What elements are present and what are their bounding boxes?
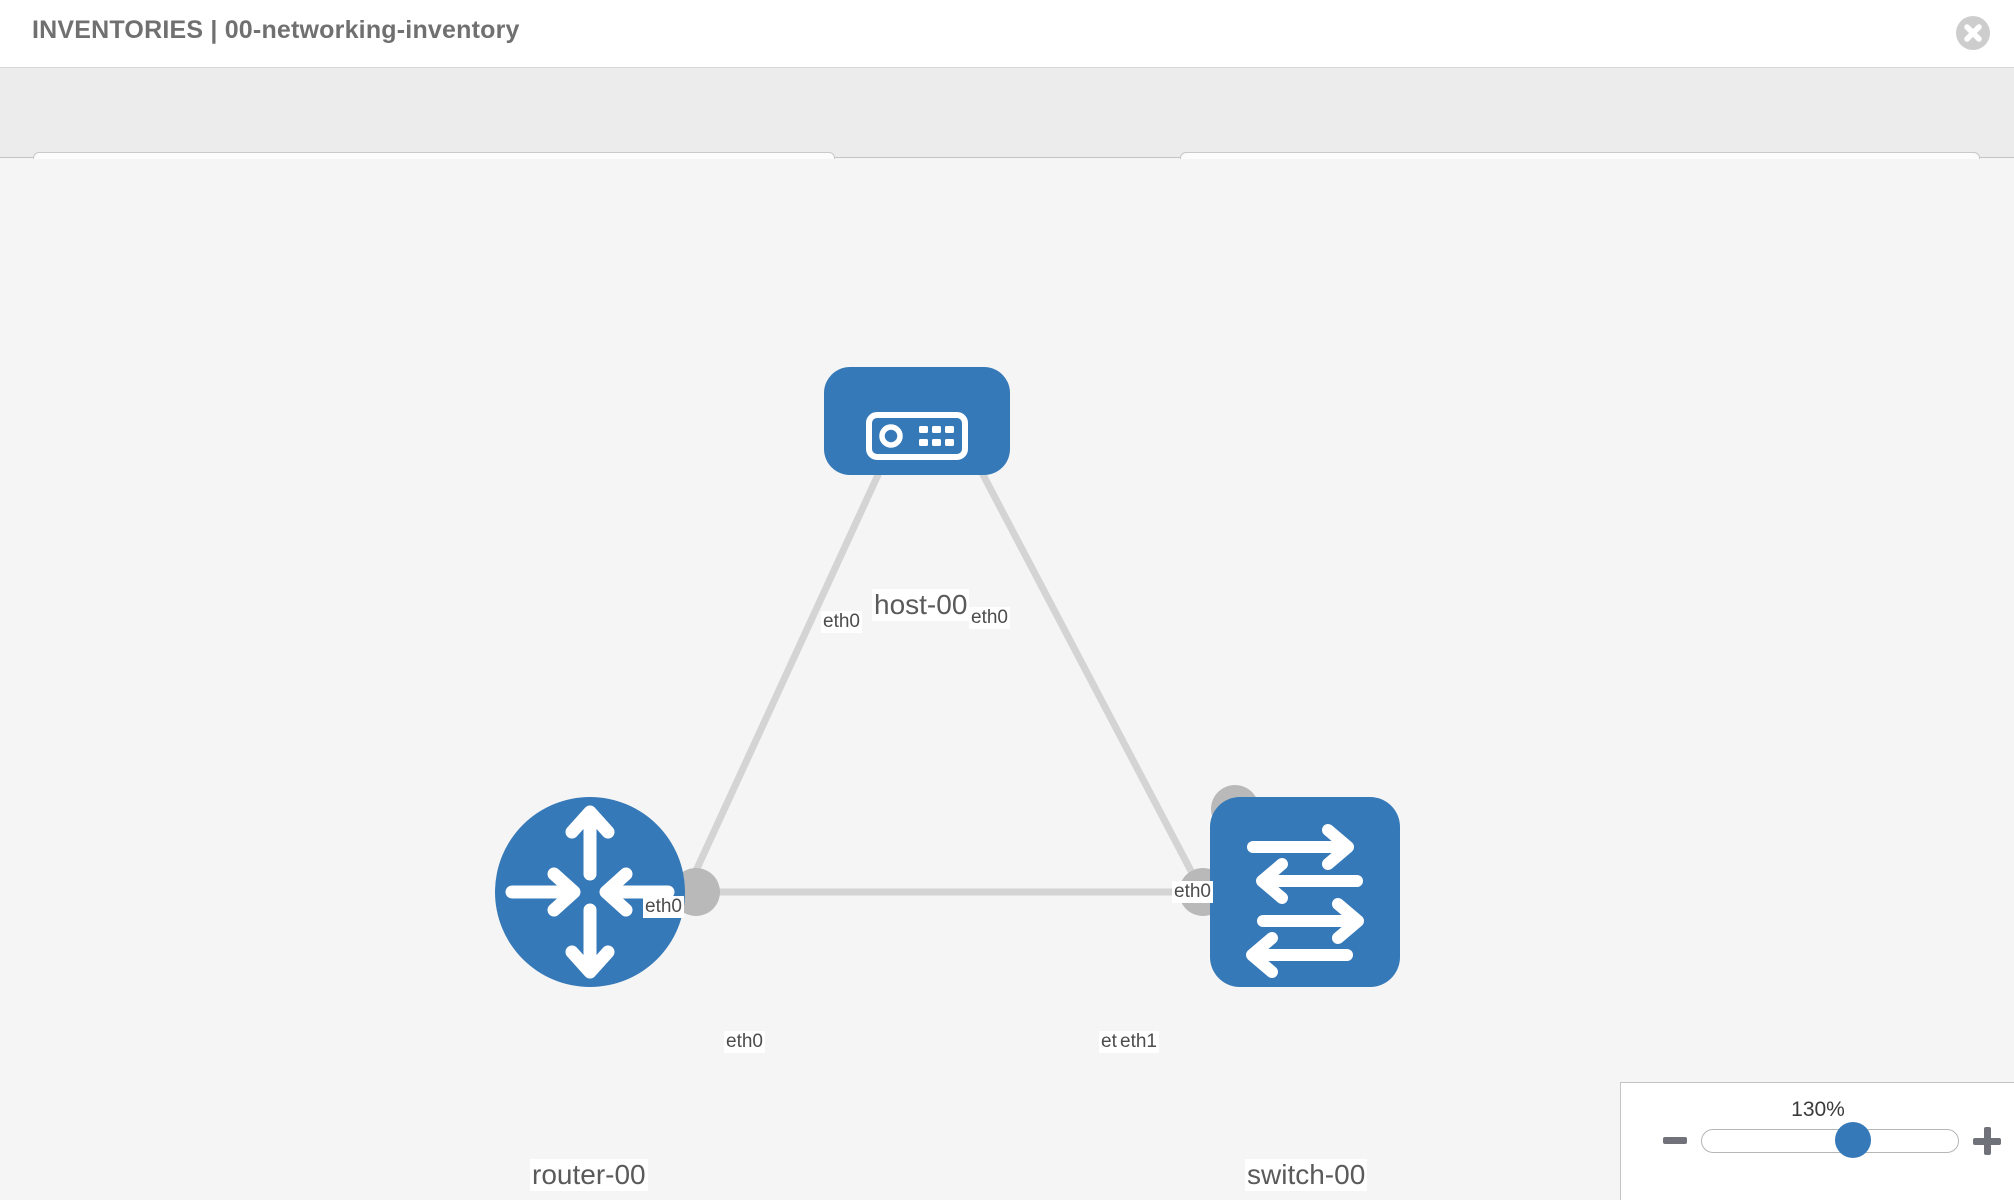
router-arrows-icon	[505, 805, 675, 979]
interface-label: eth0	[969, 607, 1010, 629]
interface-label: eth0	[821, 611, 862, 633]
page-title: INVENTORIES | 00-networking-inventory	[32, 16, 520, 44]
link-host00-router00	[656, 425, 904, 951]
plus-icon[interactable]	[1973, 1127, 2001, 1155]
server-icon	[866, 412, 968, 460]
node-switch-00[interactable]	[1210, 797, 1400, 987]
page-header: INVENTORIES | 00-networking-inventory	[0, 0, 2014, 68]
zoom-slider-track[interactable]	[1701, 1129, 1959, 1153]
zoom-slider-thumb[interactable]	[1835, 1122, 1871, 1158]
connector-endpoints	[672, 413, 1259, 916]
interface-label: eth0	[724, 1031, 765, 1053]
zoom-control-panel: 130%	[1620, 1082, 2014, 1200]
node-router-00[interactable]	[495, 797, 685, 987]
zoom-level-label: 130%	[1791, 1098, 1845, 1121]
node-label-switch-00: switch-00	[1245, 1159, 1368, 1192]
topology-graph	[495, 367, 1400, 987]
minus-icon[interactable]	[1663, 1137, 1687, 1144]
interface-label: eth0	[1172, 881, 1213, 903]
close-icon[interactable]	[1956, 16, 1990, 50]
topology-canvas[interactable]: host-00 router-00 switch-00 eth0 eth0 et…	[0, 159, 2014, 1200]
link-host00-switch00	[954, 425, 1236, 951]
node-label-router-00: router-00	[530, 1159, 648, 1192]
interface-label: eth0	[643, 896, 684, 918]
toolbar: ACTIONS SEARCH	[0, 68, 2014, 208]
interface-label: eth1	[1118, 1031, 1159, 1053]
node-host-00[interactable]	[824, 367, 1010, 475]
switch-arrows-icon	[1246, 824, 1364, 978]
node-label-host-00: host-00	[872, 589, 970, 622]
